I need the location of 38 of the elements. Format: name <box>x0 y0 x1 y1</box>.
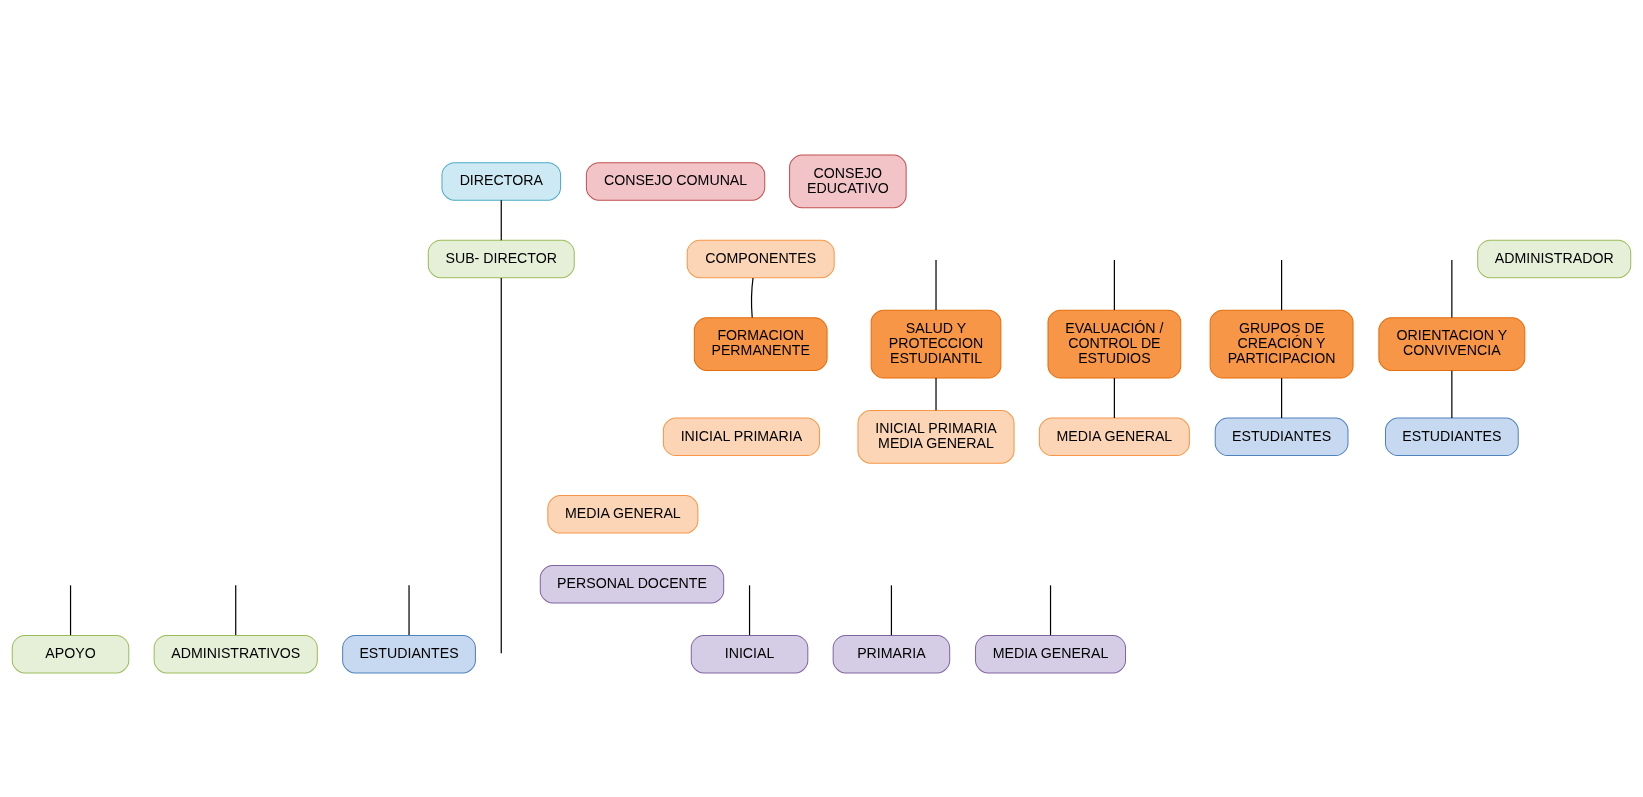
node-box: ESTUDIANTES <box>1384 417 1519 456</box>
node-box: ESTUDIANTES <box>1214 417 1349 456</box>
node-box: INICIAL <box>690 634 809 673</box>
node-box: ORIENTACION Y CONVIVENCIA <box>1378 316 1526 371</box>
connector <box>1113 377 1115 419</box>
node-box: CONSEJO COMUNAL <box>585 161 766 201</box>
connector <box>1451 258 1453 318</box>
node-box: MEDIA GENERAL <box>975 634 1127 673</box>
node-box: CONSEJO EDUCATIVO <box>789 154 907 208</box>
node-box: PRIMARIA <box>832 634 951 673</box>
connector <box>750 276 754 318</box>
node-box: PERSONAL DOCENTE <box>539 564 725 604</box>
connector <box>1113 258 1115 311</box>
connector <box>748 584 751 636</box>
node-box: INICIAL PRIMARIA MEDIA GENERAL <box>857 409 1015 464</box>
connector <box>235 584 237 636</box>
node-box: APOYO <box>11 634 130 673</box>
node-box: ADMINISTRADOR <box>1477 239 1632 278</box>
node-box: SALUD Y PROTECCION ESTUDIANTIL <box>870 309 1002 379</box>
connector <box>1281 258 1283 311</box>
connector <box>1451 369 1453 419</box>
node-box: INICIAL PRIMARIA <box>662 417 820 456</box>
connector <box>500 276 502 654</box>
node-box: MEDIA GENERAL <box>1038 417 1190 456</box>
node-box: GRUPOS DE CREACIÓN Y PARTICIPACION <box>1209 309 1354 379</box>
connector <box>890 584 893 636</box>
node-box: EVALUACIÓN / CONTROL DE ESTUDIOS <box>1047 309 1182 379</box>
node-box: DIRECTORA <box>441 161 562 201</box>
connector <box>69 584 72 636</box>
node-box: MEDIA GENERAL <box>547 494 699 534</box>
connector <box>1049 584 1052 636</box>
node-box: ADMINISTRATIVOS <box>153 634 318 673</box>
node-box: SUB- DIRECTOR <box>427 239 575 278</box>
connector <box>500 199 502 241</box>
node-box: COMPONENTES <box>686 239 835 278</box>
node-box: ESTUDIANTES <box>342 634 476 673</box>
node-box: FORMACION PERMANENTE <box>693 316 828 371</box>
connector <box>1281 377 1283 419</box>
